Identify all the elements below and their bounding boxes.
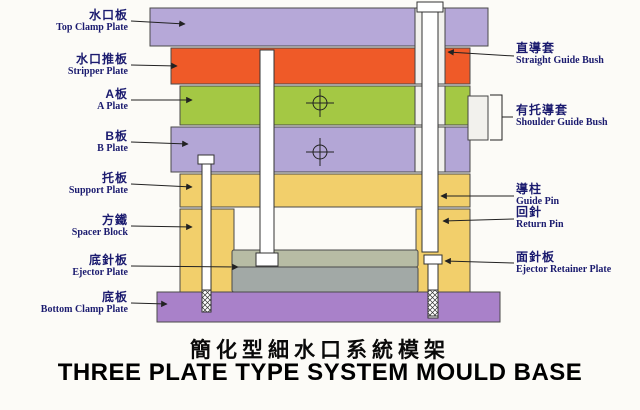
label-return-pin-zh: 回針 [516,205,543,219]
label-support-plate-en: Support Plate [68,185,128,197]
label-ejector-plate: 底針板 Ejector Plate [0,253,128,279]
ejector-pin-left-shape [197,154,215,313]
return-pin-lower-shape [423,254,443,319]
label-a-plate-zh: A板 [105,87,128,101]
label-spacer-block-en: Spacer Block [71,227,128,239]
label-shoulder-guide-bush-en: Shoulder Guide Bush [516,117,608,129]
bottom-clamp-plate-shape [156,291,501,323]
label-straight-guide-bush-zh: 直導套 [516,41,556,55]
label-shoulder-guide-bush: 有托導套 Shoulder Guide Bush [516,103,640,129]
label-ejector-retainer-plate-en: Ejector Retainer Plate [516,264,612,276]
label-top-clamp-plate-zh: 水口板 [88,8,128,22]
label-ejector-plate-zh: 底針板 [88,253,128,267]
label-top-clamp-plate: 水口板 Top Clamp Plate [0,8,128,34]
return-pin-shape [255,49,279,267]
shoulder-guide-bush-side-shape [467,95,489,141]
label-b-plate: B板 B Plate [0,129,128,155]
label-bottom-clamp-plate-en: Bottom Clamp Plate [40,304,128,316]
label-top-clamp-plate-en: Top Clamp Plate [56,22,128,34]
centerline-symbol-a-plate [306,89,334,117]
label-guide-pin: 導柱 Guide Pin [516,182,640,208]
ejector-plate-shape [231,266,419,293]
label-spacer-block: 方鐵 Spacer Block [0,213,128,239]
label-straight-guide-bush: 直導套 Straight Guide Bush [516,41,640,67]
label-shoulder-guide-bush-zh: 有托導套 [516,103,569,117]
label-ejector-plate-en: Ejector Plate [72,267,128,279]
leader-lines [130,20,515,308]
label-straight-guide-bush-en: Straight Guide Bush [516,55,604,67]
centerline-symbol-b-plate [306,138,334,166]
label-guide-pin-en: Guide Pin [516,196,560,208]
label-stripper-plate-en: Stripper Plate [67,66,128,78]
label-bottom-clamp-plate: 底板 Bottom Clamp Plate [0,290,128,316]
guide-pin-shape [416,1,444,253]
label-a-plate: A板 A Plate [0,87,128,113]
title-english: THREE PLATE TYPE SYSTEM MOULD BASE [57,359,583,386]
label-return-pin-en: Return Pin [516,219,564,231]
label-bottom-clamp-plate-zh: 底板 [101,290,128,304]
label-return-pin: 回針 Return Pin [516,205,640,231]
label-a-plate-en: A Plate [97,101,128,113]
label-b-plate-en: B Plate [97,143,128,155]
label-support-plate-zh: 托板 [101,171,128,185]
label-ejector-retainer-plate: 面針板 Ejector Retainer Plate [516,250,640,276]
label-stripper-plate-zh: 水口推板 [75,52,128,66]
label-support-plate: 托板 Support Plate [0,171,128,197]
label-stripper-plate: 水口推板 Stripper Plate [0,52,128,78]
label-b-plate-zh: B板 [105,129,128,143]
label-guide-pin-zh: 導柱 [516,182,543,196]
title-chinese: 簡化型細水口系統模架 [190,339,450,362]
label-ejector-retainer-plate-zh: 面針板 [516,250,556,264]
label-spacer-block-zh: 方鐵 [101,213,128,227]
